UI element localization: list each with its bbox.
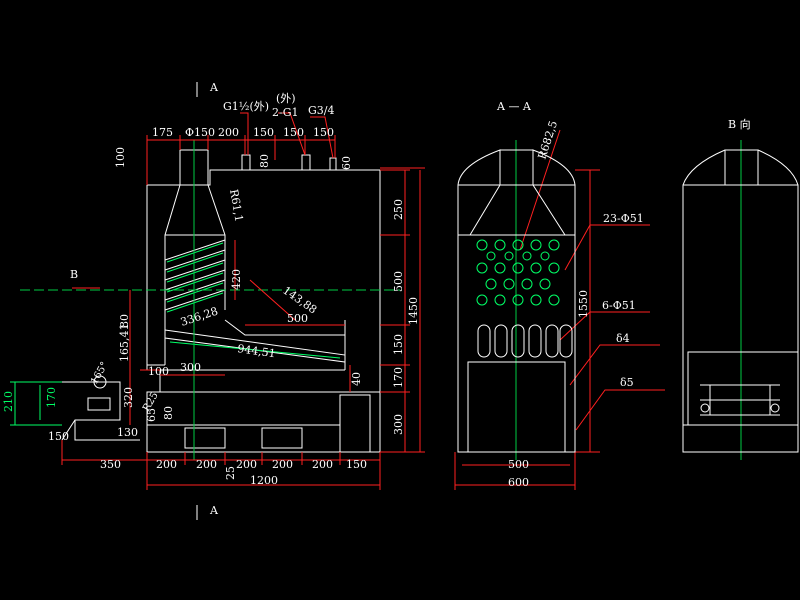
dimension-lines: [61, 112, 665, 490]
section-dim-1: 23-Φ51: [603, 212, 644, 225]
dim-angled-0: R61,1: [227, 188, 245, 223]
tube-hole-16: [512, 294, 524, 306]
tube-hole-18: [548, 294, 560, 306]
tube-hole-22: [540, 251, 550, 261]
tube-hole-15: [494, 294, 506, 306]
tube-hole-21: [522, 251, 532, 261]
dim-inner-4: 420: [230, 269, 243, 290]
dim-left-1: 80: [118, 314, 131, 328]
dim-bottom-3: 200: [236, 458, 257, 471]
labels: A A B A — A B 向 G1½(外) (外) 2-G1 G3/4 175…: [2, 81, 751, 517]
dim-left-3: 320: [122, 387, 135, 408]
cut-markers: [72, 82, 198, 520]
dim-angled-2: 336,28: [179, 305, 220, 329]
dim-left-2: 130: [117, 426, 138, 439]
tube-hole-2: [512, 239, 524, 251]
dim-right-2: 150: [392, 334, 405, 355]
dim-angled-3: 944,51: [237, 342, 277, 360]
dim-green-1: 170: [45, 387, 58, 408]
tube-hole-19: [486, 251, 496, 261]
arrow-b-label: B: [70, 268, 78, 281]
view-b-title: B 向: [728, 117, 751, 131]
tube-hole-4: [548, 239, 560, 251]
dim-left-4: 80: [162, 406, 175, 420]
dim-top-3: 150: [253, 126, 274, 139]
dim-green-0: 210: [2, 391, 15, 412]
dim-bottom-0: 350: [100, 458, 121, 471]
dim-right-1: 500: [392, 271, 405, 292]
coil-highlights: [166, 242, 341, 359]
section-dim-2: 6-Φ51: [602, 299, 636, 312]
tube-holes: [476, 239, 573, 358]
green-dims: [10, 381, 62, 426]
cut-label-a-top: A: [209, 81, 219, 94]
dim-top-2: 200: [218, 126, 239, 139]
oval-tube-1: [494, 324, 508, 358]
section-dim-6: 500: [508, 458, 529, 471]
oval-tube-3: [528, 324, 542, 358]
tube-hole-13: [539, 278, 551, 290]
tube-hole-7: [512, 262, 524, 274]
dim-right-0: 250: [392, 199, 405, 220]
dim-right-5: 1450: [407, 297, 420, 325]
dim-right-3: 170: [392, 367, 405, 388]
view-b-geometry: [682, 149, 799, 453]
section-dim-4: δ5: [620, 376, 634, 389]
oval-tube-0: [477, 324, 491, 358]
dim-top-1: Φ150: [185, 126, 215, 139]
dim-top-4: 150: [283, 126, 304, 139]
tube-hole-1: [494, 239, 506, 251]
pipe-label-g3: G3/4: [308, 104, 335, 117]
tube-hole-14: [476, 294, 488, 306]
tube-hole-0: [476, 239, 488, 251]
pipe-label-g2-sub: 2-G1: [272, 106, 299, 119]
oval-tube-5: [559, 324, 573, 358]
dim-small-1: 80: [258, 154, 271, 168]
section-a-geometry: [457, 149, 576, 453]
section-dim-7: 600: [508, 476, 529, 489]
tube-hole-5: [476, 262, 488, 274]
tube-hole-17: [530, 294, 542, 306]
dim-right-4: 300: [392, 414, 405, 435]
dim-bottom-5: 200: [312, 458, 333, 471]
dim-left-5: 65: [145, 408, 158, 422]
tube-hole-12: [521, 278, 533, 290]
dim-inner-2: 100: [148, 365, 169, 378]
dim-bottom-8: 25: [224, 466, 237, 480]
dim-bottom-7: 1200: [250, 474, 278, 487]
dim-top-0: 175: [152, 126, 173, 139]
tube-hole-9: [548, 262, 560, 274]
section-dim-3: δ4: [616, 332, 630, 345]
dim-small-2: 60: [340, 156, 353, 170]
front-view-geometry: [61, 149, 381, 453]
dim-small-0: 100: [114, 147, 127, 168]
dim-top-5: 150: [313, 126, 334, 139]
cut-label-a-bottom: A: [209, 504, 219, 517]
section-a-title: A — A: [496, 100, 532, 113]
dim-left-0: 165,41: [118, 324, 131, 363]
tube-hole-10: [485, 278, 497, 290]
pipe-label-g2: (外): [276, 92, 296, 105]
dim-left-6: 150: [48, 430, 69, 443]
dim-bottom-4: 200: [272, 458, 293, 471]
dim-bottom-2: 200: [196, 458, 217, 471]
dim-inner-3: 40: [350, 372, 363, 386]
tube-hole-8: [530, 262, 542, 274]
dim-bottom-6: 150: [346, 458, 367, 471]
dim-inner-0: 300: [180, 361, 201, 374]
dim-inner-1: 500: [287, 312, 308, 325]
oval-tube-2: [511, 324, 525, 358]
tube-hole-20: [504, 251, 514, 261]
pipe-label-g1: G1½(外): [223, 100, 269, 113]
tube-hole-6: [494, 262, 506, 274]
oval-tube-4: [545, 324, 559, 358]
dim-angled-4: 165°: [89, 360, 111, 386]
tube-hole-3: [530, 239, 542, 251]
tube-hole-11: [503, 278, 515, 290]
dim-bottom-1: 200: [156, 458, 177, 471]
section-dim-5: 1550: [577, 290, 590, 318]
centerlines: [20, 140, 742, 460]
